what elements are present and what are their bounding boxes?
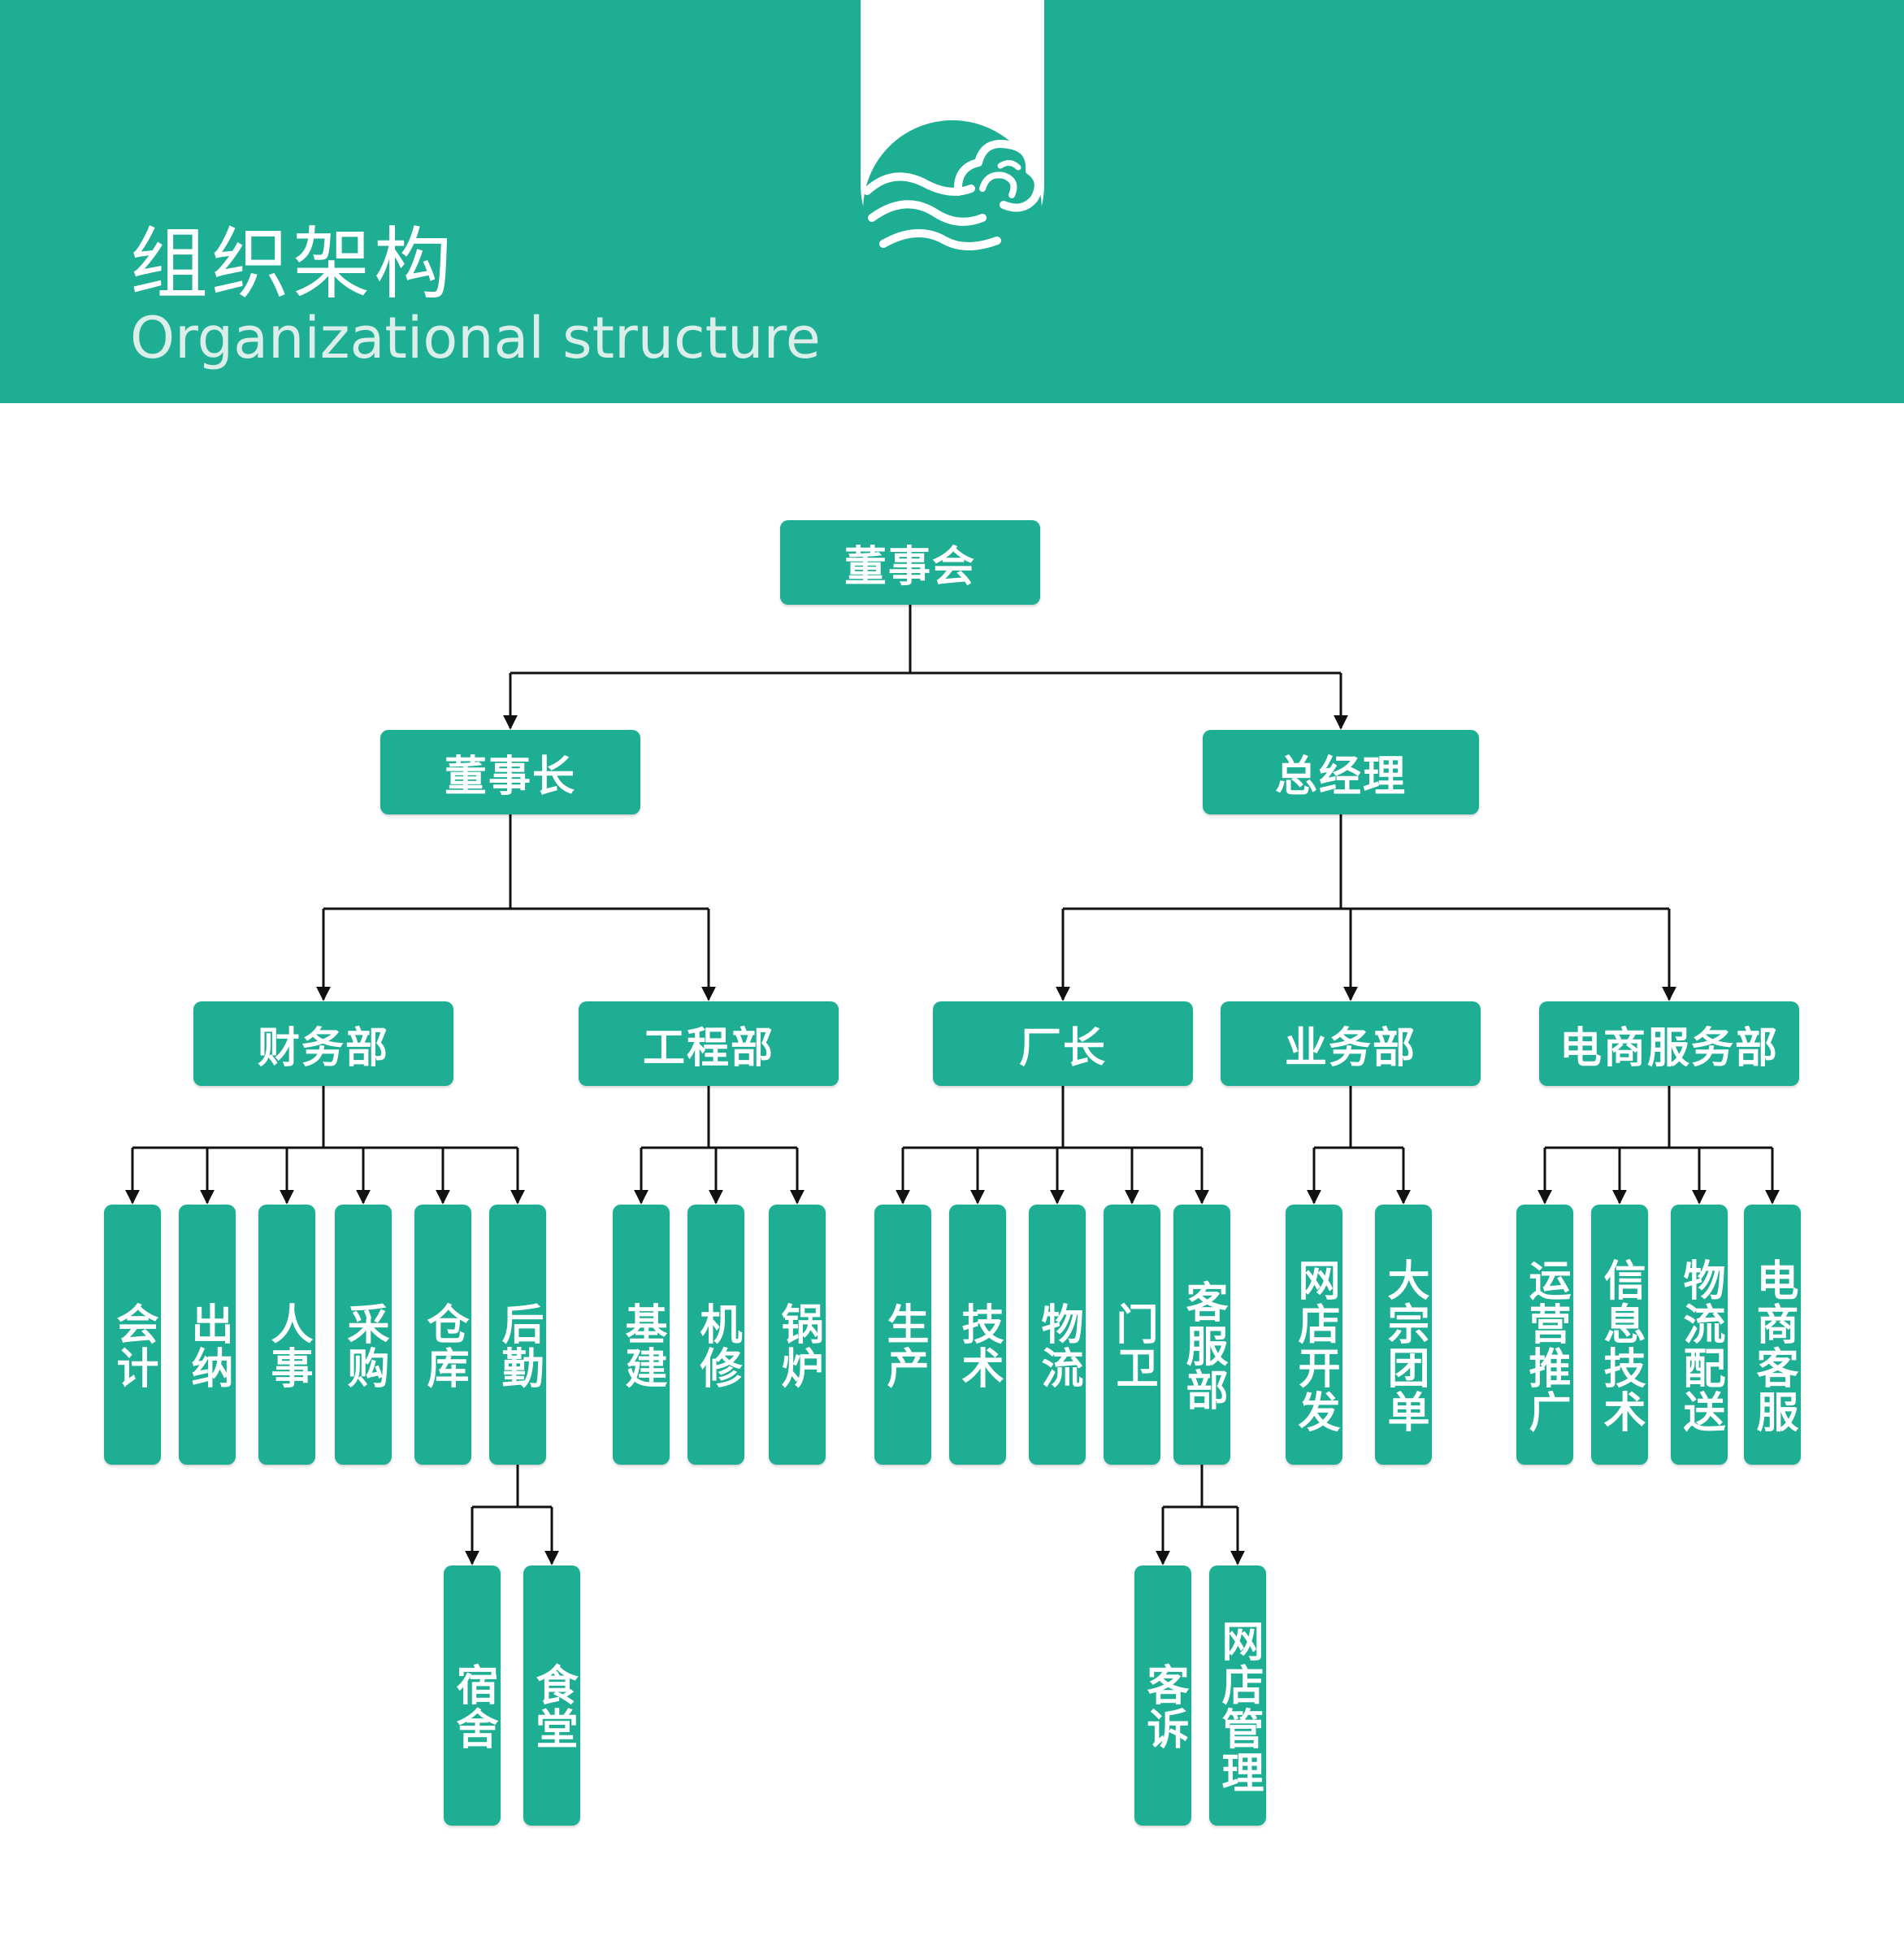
org-node-business-dept: 业务部 xyxy=(1221,1001,1481,1086)
org-node-hr: 人事 xyxy=(258,1205,315,1465)
org-node-online-store-dev: 网店开发 xyxy=(1286,1205,1342,1465)
org-node-logistics-delivery: 物流配送 xyxy=(1671,1205,1728,1465)
org-node-accounting: 会计 xyxy=(104,1205,161,1465)
org-node-boiler: 锅炉 xyxy=(769,1205,826,1465)
org-node-complaints: 客诉 xyxy=(1134,1565,1191,1826)
org-node-chairman: 董事长 xyxy=(380,730,640,814)
org-node-general-manager: 总经理 xyxy=(1203,730,1479,814)
org-node-cashier: 出纳 xyxy=(179,1205,236,1465)
org-node-canteen: 食堂 xyxy=(523,1565,580,1826)
org-node-technology: 技术 xyxy=(949,1205,1006,1465)
org-node-ecommerce-dept: 电商服务部 xyxy=(1539,1001,1799,1086)
org-node-information-technology: 信息技术 xyxy=(1591,1205,1648,1465)
page-title: 组织架构 xyxy=(130,219,455,310)
logo-tab xyxy=(861,0,1044,276)
org-node-finance-dept: 财务部 xyxy=(193,1001,453,1086)
org-node-security: 门卫 xyxy=(1104,1205,1160,1465)
org-node-engineering-dept: 工程部 xyxy=(579,1001,839,1086)
org-node-purchasing: 采购 xyxy=(335,1205,392,1465)
org-node-logistics-support: 后勤 xyxy=(489,1205,546,1465)
header-banner: 组织架构 Organizational structure xyxy=(0,0,1904,403)
org-node-ecommerce-support: 电商客服 xyxy=(1744,1205,1801,1465)
org-node-operations-promotion: 运营推广 xyxy=(1516,1205,1573,1465)
org-node-warehouse: 仓库 xyxy=(414,1205,471,1465)
org-node-root: 董事会 xyxy=(780,520,1040,605)
org-node-customer-service-dept: 客服部 xyxy=(1173,1205,1230,1465)
org-node-bulk-orders: 大宗团单 xyxy=(1375,1205,1432,1465)
org-node-online-store-management: 网店管理 xyxy=(1209,1565,1266,1826)
org-node-factory-director: 厂长 xyxy=(933,1001,1193,1086)
page-subtitle: Organizational structure xyxy=(130,305,821,371)
org-node-maintenance: 机修 xyxy=(687,1205,744,1465)
org-node-infrastructure: 基建 xyxy=(613,1205,670,1465)
org-node-production: 生产 xyxy=(874,1205,931,1465)
org-node-logistics: 物流 xyxy=(1029,1205,1086,1465)
cloud-wave-logo-icon xyxy=(863,120,1043,276)
org-node-dormitory: 宿舍 xyxy=(444,1565,501,1826)
